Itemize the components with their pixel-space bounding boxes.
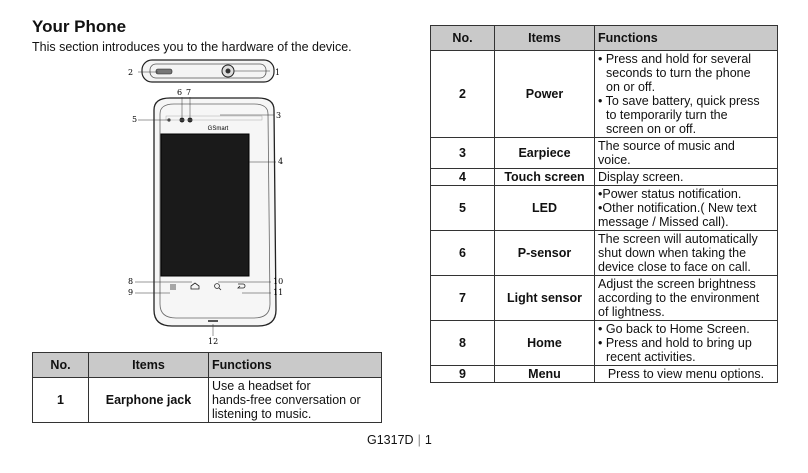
header-items: Items [494,25,595,51]
row-function: The source of music and voice. [594,137,778,169]
phone-diagram: 2 1 GSmart 6 7 5 3 4 8 9 10 11 12 [128,59,283,346]
callout-5: 5 [132,115,137,124]
power-button-shape [155,68,173,75]
row-function: The screen will automatically shut down … [594,230,778,276]
table-header-row: No. Items Functions [430,25,778,51]
callout-10: 10 [273,277,283,286]
callout-12: 12 [208,337,218,346]
row-function: •Power status notification. •Other notif… [594,185,778,231]
row-function: Display screen. [594,168,778,186]
row-no: 2 [430,50,495,138]
row-function: Adjust the screen brightness according t… [594,275,778,321]
callout-6: 6 [177,88,182,97]
row-no: 4 [430,168,495,186]
page-subtitle: This section introduces you to the hardw… [32,40,352,54]
row-item: Light sensor [494,275,595,321]
earphone-jack-table: No. Items Functions 1 Earphone jack Use … [32,352,382,423]
table-row: 5 LED •Power status notification. •Other… [430,185,778,231]
footer-model: G1317D [367,433,414,447]
row-function: Use a headset for hands-free conversatio… [208,377,382,423]
touch-screen-shape [160,133,250,277]
header-functions: Functions [208,352,382,378]
nav-key-icons [170,282,246,291]
phone-top-edge-view [141,59,275,83]
table-row: 9 Menu Press to view menu options. [430,365,778,383]
header-no: No. [430,25,495,51]
row-item: Earpiece [494,137,595,169]
row-item: Power [494,50,595,138]
search-key-icon [214,283,220,289]
hardware-functions-table: No. Items Functions 2 Power • Press and … [430,25,778,383]
callout-1: 1 [275,68,280,77]
header-functions: Functions [594,25,778,51]
row-function: • Press and hold for several seconds to … [594,50,778,138]
callout-11: 11 [273,288,283,297]
row-no: 9 [430,365,495,383]
row-no: 7 [430,275,495,321]
table-row: 8 Home • Go back to Home Screen. • Press… [430,320,778,366]
row-item: Earphone jack [88,377,209,423]
row-no: 3 [430,137,495,169]
callout-2: 2 [128,68,133,77]
table-row: 2 Power • Press and hold for several sec… [430,50,778,138]
table-row: 4 Touch screen Display screen. [430,168,778,186]
back-key-icon [237,283,246,289]
row-item: Home [494,320,595,366]
header-no: No. [32,352,89,378]
row-function: • Go back to Home Screen. • Press and ho… [594,320,778,366]
row-no: 6 [430,230,495,276]
row-item: P-sensor [494,230,595,276]
table-row: 3 Earpiece The source of music and voice… [430,137,778,169]
page-footer: G1317D|1 [367,433,432,447]
header-items: Items [88,352,209,378]
menu-key-icon [170,284,176,290]
row-function: Press to view menu options. [594,365,778,383]
phone-front-view: GSmart [153,97,277,327]
table-row: 7 Light sensor Adjust the screen brightn… [430,275,778,321]
brand-logo: GSmart [208,126,229,132]
table-header-row: No. Items Functions [32,352,382,378]
row-item: LED [494,185,595,231]
page-title: Your Phone [32,17,127,36]
row-no: 1 [32,377,89,423]
callout-9: 9 [128,288,133,297]
row-item: Touch screen [494,168,595,186]
row-no: 5 [430,185,495,231]
callout-4: 4 [278,157,283,166]
row-item: Menu [494,365,595,383]
table-row: 6 P-sensor The screen will automatically… [430,230,778,276]
row-no: 8 [430,320,495,366]
table-row: 1 Earphone jack Use a headset for hands-… [32,377,382,423]
footer-page-number: 1 [424,433,432,447]
callout-7: 7 [186,88,191,97]
callout-3: 3 [276,111,281,120]
callout-8: 8 [128,277,133,286]
home-key-icon [190,282,200,290]
